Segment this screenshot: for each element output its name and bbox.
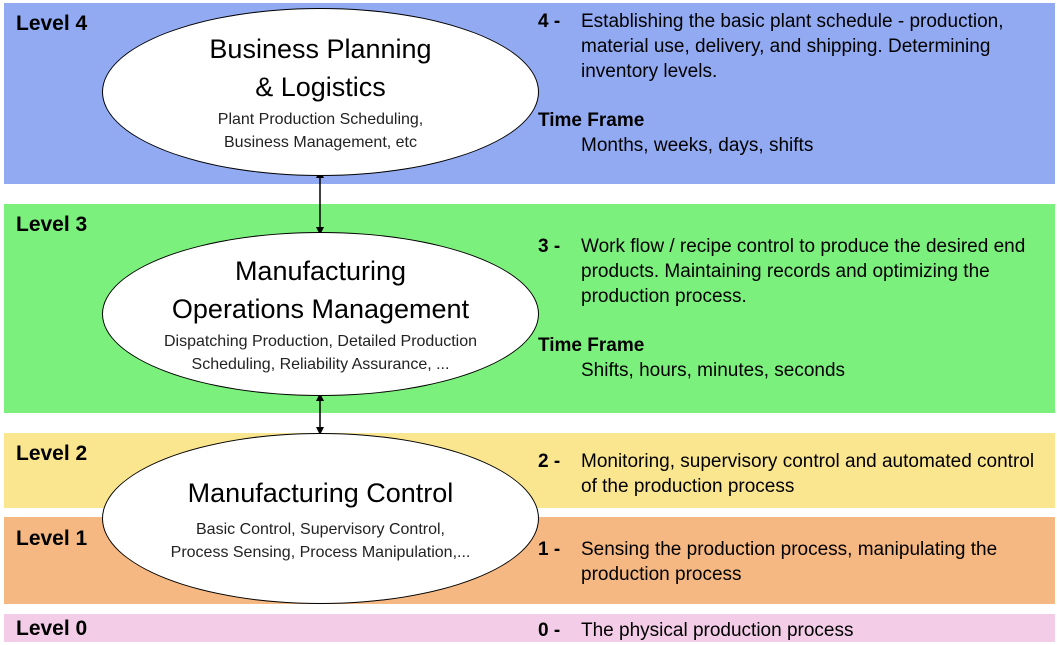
level-description-text: Work flow / recipe control to produce th… xyxy=(581,236,1026,307)
level-2-description: 2 - Monitoring, supervisory control and … xyxy=(538,449,1053,499)
ellipse-title: Manufacturing xyxy=(234,256,407,286)
connector-arrow-4-3 xyxy=(316,170,324,235)
level-number: 1 - xyxy=(538,539,561,560)
level-3-label: Level 3 xyxy=(16,213,88,236)
ellipse-subtitle: Business Management, etc xyxy=(224,134,417,151)
level-0-label: Level 0 xyxy=(16,617,88,640)
manufacturing-control-ellipse: Manufacturing Control Basic Control, Sup… xyxy=(102,433,539,604)
ellipse-title: Manufacturing Control xyxy=(187,477,454,508)
ellipse-title: Business Planning xyxy=(209,34,432,64)
connector-arrow-3-2 xyxy=(316,393,324,435)
level-number: 0 - xyxy=(538,620,561,641)
level-0-description: 0 - The physical production process xyxy=(538,618,1053,643)
level-1-description: 1 - Sensing the production process, mani… xyxy=(538,537,1053,587)
level-0-band xyxy=(4,614,1055,642)
level-1-label: Level 1 xyxy=(16,527,88,550)
level-description-text: Establishing the basic plant schedule - … xyxy=(581,11,1004,82)
level-description-text: Sensing the production process, manipula… xyxy=(581,539,998,585)
ellipse-subtitle: Dispatching Production, Detailed Product… xyxy=(163,333,478,350)
level-description-text: The physical production process xyxy=(581,620,854,641)
ellipse-title: Operations Management xyxy=(171,294,470,324)
timeframe-value: Shifts, hours, minutes, seconds xyxy=(581,360,846,381)
ellipse-subtitle: Scheduling, Reliability Assurance, ... xyxy=(191,356,450,373)
ellipse-title: & Logistics xyxy=(255,72,386,102)
timeframe-heading: Time Frame xyxy=(538,335,645,356)
level-description-text: Monitoring, supervisory control and auto… xyxy=(581,451,1035,497)
ellipse-subtitle: Plant Production Scheduling, xyxy=(217,111,424,128)
level-number: 2 - xyxy=(538,451,561,472)
manufacturing-operations-ellipse: Manufacturing Operations Management Disp… xyxy=(102,232,539,396)
business-planning-ellipse: Business Planning & Logistics Plant Prod… xyxy=(102,8,539,176)
level-4-description: 4 - Establishing the basic plant schedul… xyxy=(538,9,1053,84)
ellipse-subtitle: Basic Control, Supervisory Control, xyxy=(196,520,445,538)
level-2-label: Level 2 xyxy=(16,442,88,465)
timeframe-heading: Time Frame xyxy=(538,110,645,131)
level-4-label: Level 4 xyxy=(16,12,88,35)
level-3-description: 3 - Work flow / recipe control to produc… xyxy=(538,234,1053,309)
ellipse-subtitle: Process Sensing, Process Manipulation,..… xyxy=(170,543,471,561)
level-number: 3 - xyxy=(538,236,561,257)
timeframe-value: Months, weeks, days, shifts xyxy=(581,135,814,156)
level-number: 4 - xyxy=(538,11,561,32)
